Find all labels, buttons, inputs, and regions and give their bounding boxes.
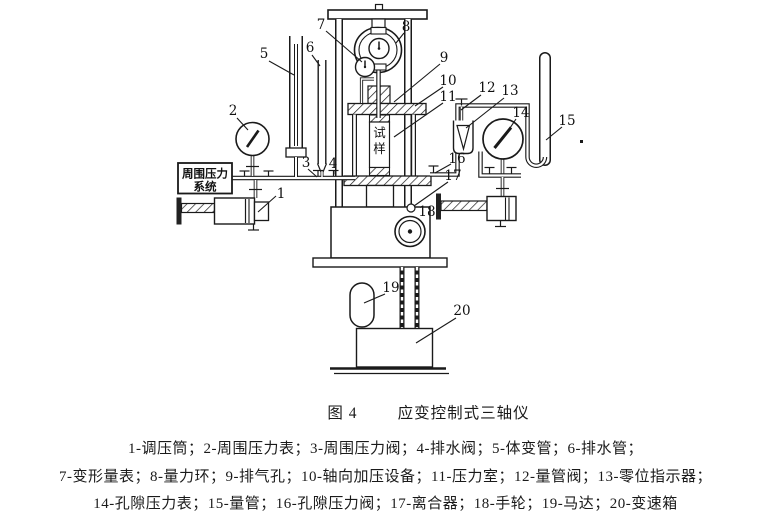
machine-base-plate: [312, 257, 448, 268]
cell-pressure-system: 周围压力 系统: [176, 121, 355, 231]
part-label-8: 8: [402, 19, 411, 35]
null-cylinder-handle: [436, 193, 441, 220]
manifold-valves: [484, 166, 517, 174]
part-number-labels: 1 2 3 4 5 6 7 8 9 10 11 12 13 14 15 16 1…: [229, 17, 576, 319]
burette-tubes: [285, 36, 328, 177]
figure-title: 应变控制式三轴仪: [397, 405, 530, 422]
part-label-3: 3: [302, 155, 311, 171]
pressure-system-label-1: 周围压力: [182, 167, 228, 181]
legend-line-2: 7-变形量表；8-量力环；9-排气孔；10-轴向加压设备；11-压力室；12-量…: [59, 468, 712, 485]
null-cylinder-screw-rod: [440, 200, 488, 212]
triaxial-apparatus-diagram: 试 样 周围压力 系统: [176, 3, 583, 375]
part-label-17: 17: [444, 168, 461, 184]
pressure-system-label-2: 系统: [194, 180, 217, 194]
chamber-base-plate: [343, 175, 432, 187]
part-label-19: 19: [382, 280, 399, 296]
chamber-pedestal: [365, 184, 395, 208]
pressure-system-box: [177, 162, 233, 195]
part-label-16: 16: [448, 151, 465, 167]
part-label-9: 9: [440, 50, 449, 66]
legend-line-1: 1-调压筒；2-周围压力表；3-周围压力阀；4-排水阀；5-体变管；6-排水管；: [128, 441, 643, 457]
part-label-5: 5: [260, 46, 269, 62]
part-label-4: 4: [329, 156, 338, 172]
handwheel-hub: [407, 229, 413, 234]
regulator-handle: [176, 197, 182, 225]
specimen-label-char1: 试: [373, 125, 386, 140]
part-label-12: 12: [478, 80, 495, 96]
part-label-18: 18: [418, 204, 435, 220]
part-label-2: 2: [229, 103, 238, 119]
pressure-chamber: 试 样: [343, 85, 432, 208]
null-indicator-funnel: [456, 124, 471, 152]
gearbox: [355, 327, 434, 368]
chamber-top-plate: [347, 102, 427, 116]
null-adjustment-cylinder: [486, 195, 517, 222]
part-label-6: 6: [306, 40, 315, 56]
figure-number: 图 4: [327, 405, 358, 422]
specimen-bottom-cap: [368, 166, 391, 177]
part-label-14: 14: [512, 105, 529, 121]
part-label-7: 7: [317, 17, 326, 33]
part-label-15: 15: [558, 113, 575, 129]
pore-pressure-system: [428, 52, 583, 228]
crossbeam: [327, 9, 428, 20]
legend-line-3: 14-孔隙压力表；15-量管；16-孔隙压力阀；17-离合器；18-手轮；19-…: [93, 496, 678, 512]
part-label-20: 20: [453, 303, 470, 319]
specimen-label-char2: 样: [373, 141, 386, 156]
motor: [349, 282, 375, 328]
clutch: [406, 203, 416, 213]
part-label-13: 13: [501, 83, 518, 99]
print-speck: [580, 140, 583, 143]
part-label-10: 10: [439, 73, 456, 89]
gauge-needle: [245, 129, 260, 148]
regulator-cylinder: [213, 197, 256, 225]
figure-title-line: 图 4 应变控制式三轴仪: [0, 401, 771, 427]
proving-ring-assembly: [353, 18, 403, 118]
part-label-11: 11: [439, 89, 456, 105]
figure-caption: 图 4 应变控制式三轴仪 1-调压筒；2-周围压力表；3-周围压力阀；4-排水阀；…: [0, 401, 771, 519]
leader-lines: [236, 30, 563, 344]
part-label-1: 1: [277, 186, 286, 202]
regulator-screw-rod: [180, 202, 216, 214]
drive-unit: [312, 203, 449, 375]
